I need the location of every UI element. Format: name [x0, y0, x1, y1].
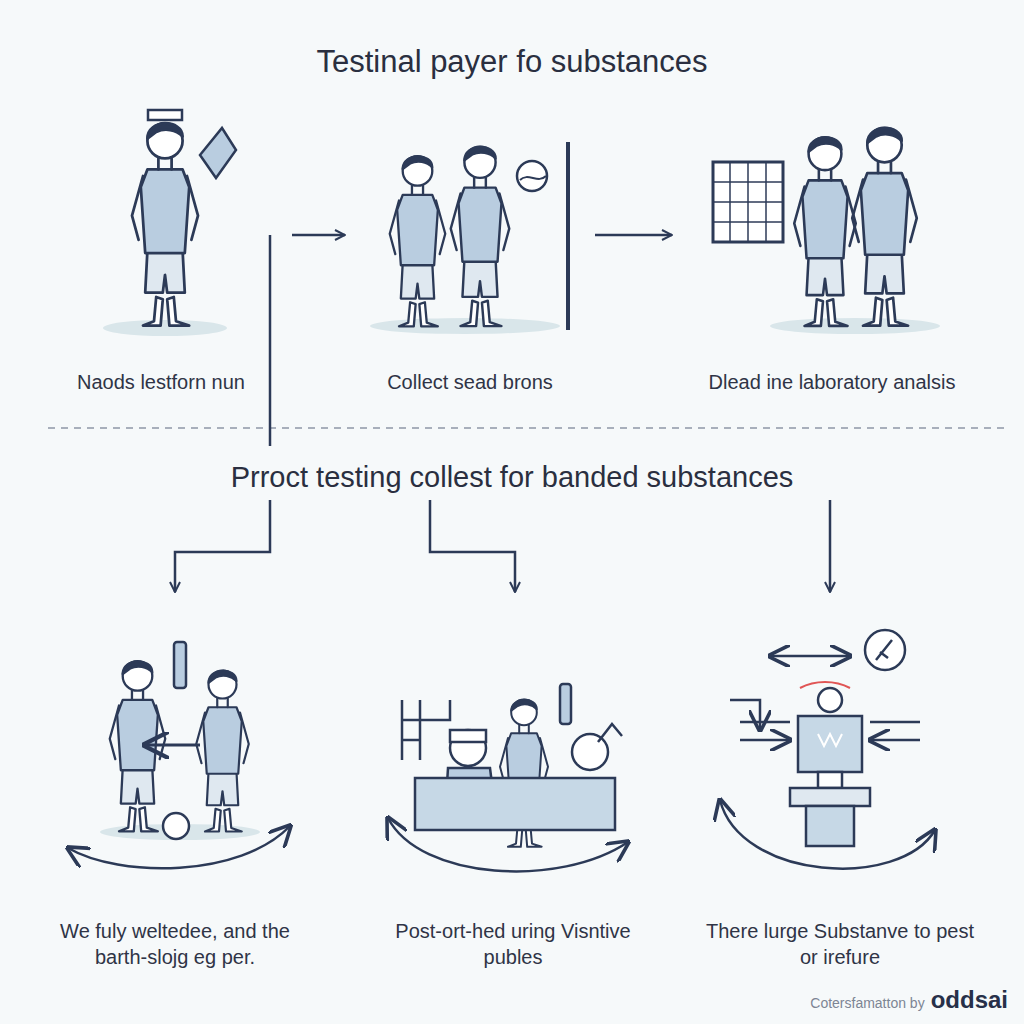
heading-text: Prroct testing collest for banded substa… [150, 458, 874, 496]
step-panel: Naods lestforn nun [30, 100, 292, 395]
flow-arrow [430, 500, 515, 592]
step-caption: Naods lestforn nun [30, 369, 292, 395]
step-panel: There lurge Substanve to pest or irefure [700, 592, 980, 970]
watermark: Cotersfamatton by oddsai [810, 986, 1008, 1014]
step-caption: There lurge Substanve to pest or irefure [700, 918, 980, 970]
step-panel: We fuly weltedee, and the barth-slojg eg… [36, 592, 314, 970]
step-caption: Post-ort-hed uring Visntive publes [370, 918, 656, 970]
flow-arrow [175, 500, 270, 592]
watermark-text: Cotersfamatton by [810, 995, 924, 1011]
step-panel: Dlead ine laboratory analsis [672, 100, 992, 395]
step-caption: Dlead ine laboratory analsis [672, 369, 992, 395]
watermark-text: oddsai [931, 986, 1008, 1014]
flow-arrow [292, 234, 345, 237]
step-caption: We fuly weltedee, and the barth-slojg eg… [36, 918, 314, 970]
step-caption: Collect sead brons [345, 369, 595, 395]
diagram-title: Testinal payer fo substances [0, 44, 1024, 80]
step-panel: Collect sead brons [345, 100, 595, 395]
section-heading: Prroct testing collest for banded substa… [150, 458, 874, 500]
step-panel: Post-ort-hed uring Visntive publes [370, 592, 656, 970]
flow-arrow [595, 234, 672, 237]
flow-arrow [829, 500, 832, 592]
